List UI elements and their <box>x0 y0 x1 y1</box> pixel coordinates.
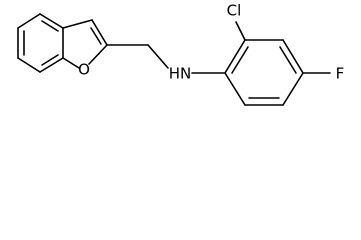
amine-nh-label: HN <box>169 65 192 83</box>
bond <box>17 13 41 29</box>
bond <box>17 57 41 73</box>
benzofuran-furan-ring <box>62 19 108 69</box>
bond <box>282 39 304 74</box>
fluorine-atom-label: F <box>336 65 345 83</box>
benzofuran-benzene-ring <box>17 13 64 73</box>
bond <box>282 72 304 106</box>
chlorine-atom-label: Cl <box>227 2 242 20</box>
oxygen-atom-label: O <box>78 61 90 79</box>
bond <box>62 19 93 29</box>
bond <box>235 21 246 41</box>
molecule-diagram: O HN Cl F <box>17 2 345 106</box>
double-bond-inner <box>41 20 59 32</box>
fluorochlorophenyl-ring <box>224 39 304 106</box>
bond <box>62 57 80 69</box>
double-bond-inner <box>41 54 59 66</box>
bond <box>147 44 169 69</box>
double-bond-inner <box>279 46 297 74</box>
bond <box>39 57 64 73</box>
double-bond-inner <box>231 46 249 74</box>
bond <box>224 39 246 74</box>
bond <box>224 72 246 106</box>
bond <box>88 44 108 65</box>
structure-canvas: O HN Cl F <box>0 0 361 116</box>
methylene-linker <box>106 44 169 69</box>
bond <box>39 13 64 29</box>
bond <box>91 19 108 46</box>
double-bond-inner <box>90 27 102 45</box>
